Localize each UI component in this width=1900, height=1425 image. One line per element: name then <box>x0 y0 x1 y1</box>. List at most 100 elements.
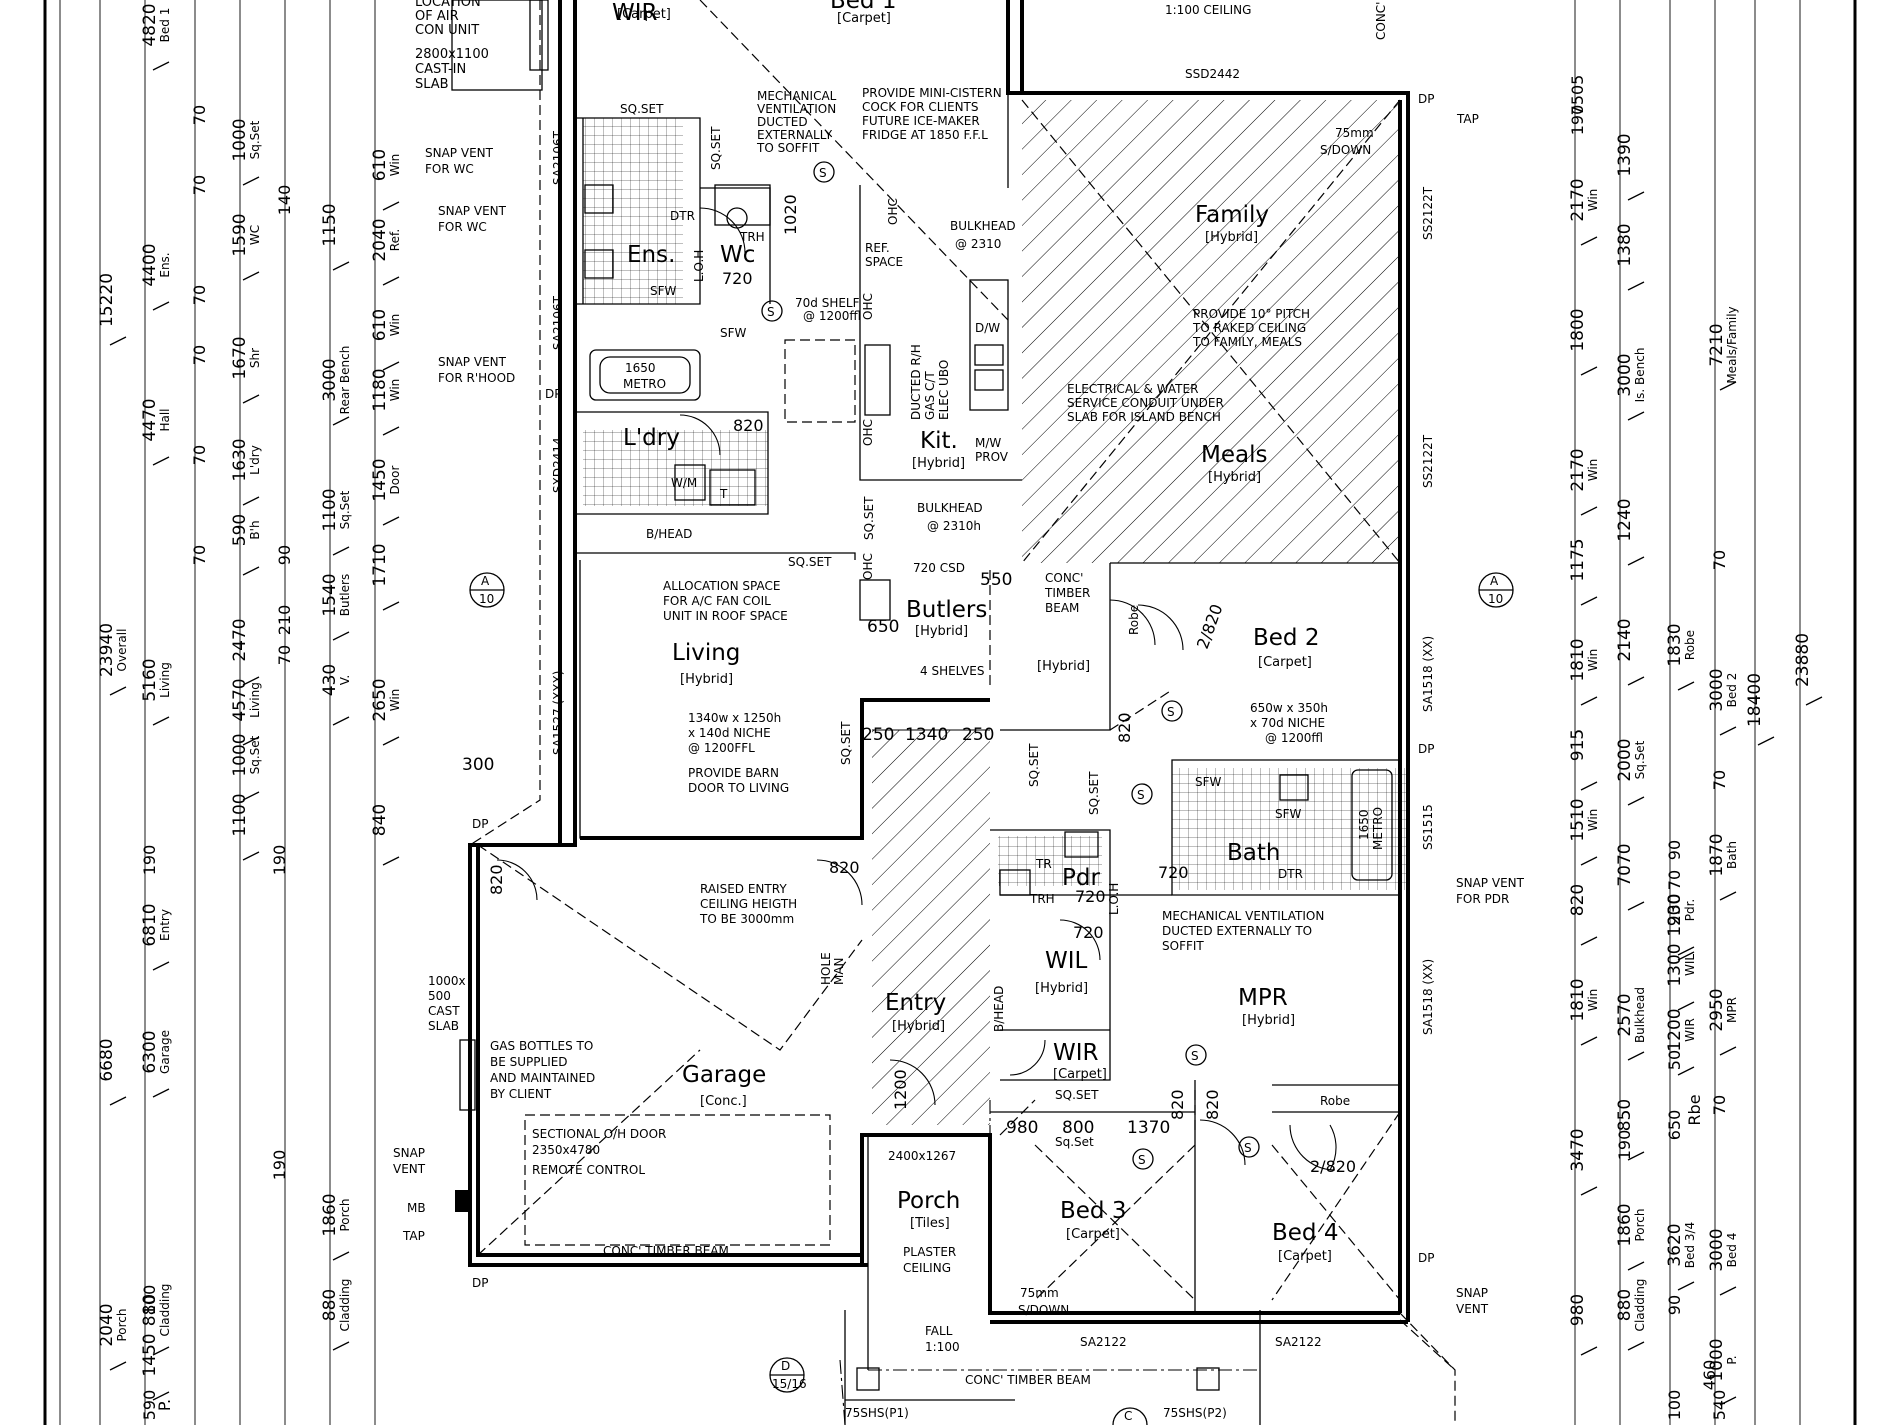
window-sa1527: SA1527 (XXX) <box>551 671 565 755</box>
dimension-value: 3620 <box>1665 1223 1685 1266</box>
dimension-tick <box>1627 281 1645 291</box>
dimension-caption: Porch <box>1633 1208 1647 1241</box>
dimension-value: 1000 <box>1707 1338 1727 1381</box>
note-air-con: LOCATION OF AIR CON UNIT 2800x1100 CAST-… <box>415 0 493 92</box>
dimension-tick <box>242 736 260 746</box>
dp-label-1: DP <box>1418 92 1434 106</box>
dimension-tick <box>1677 681 1695 691</box>
label-sfw-4: SFW <box>1275 807 1302 821</box>
dimension-value: 7210 <box>1707 323 1727 366</box>
dimension-value: 610 <box>370 309 390 341</box>
section-d-sheet: 15/16 <box>772 1377 807 1391</box>
dimension-value: 1000 <box>230 733 250 776</box>
room-bath-name: Bath <box>1227 840 1280 866</box>
room-mpr-name: MPR <box>1238 985 1288 1011</box>
dimension-tick <box>242 496 260 506</box>
dimension-value: 590 <box>230 514 250 546</box>
dim-2-820b: 2/820 <box>1310 1157 1356 1176</box>
section-c-letter: C <box>1124 1409 1132 1423</box>
room-entry-name: Entry <box>885 990 946 1016</box>
dimension-tick <box>1627 1151 1645 1161</box>
dimension-value: 1540 <box>320 573 340 616</box>
section-a-left-letter: A <box>481 574 490 588</box>
dimension-value: 820 <box>1568 884 1588 916</box>
dimension-caption: Win <box>388 379 402 402</box>
dimension-tick <box>1677 951 1695 961</box>
dimension-tick <box>1677 1066 1695 1076</box>
dimension-caption: Shr <box>248 348 262 368</box>
dimension-value: 1200 <box>1665 1008 1685 1051</box>
dimension-value: 3000 <box>1615 353 1635 396</box>
dimension-value: 1175 <box>1568 538 1588 581</box>
dimension-value: 2040 <box>370 218 390 261</box>
dimension-value: 1590 <box>230 213 250 256</box>
dimension-caption: Cladding <box>1633 1279 1647 1332</box>
dimension-value: 6680 <box>97 1038 117 1081</box>
label-sqset-1: SQ.SET <box>620 102 664 116</box>
dim-820f: 820 <box>1115 712 1134 743</box>
label-wm: W/M <box>671 476 697 490</box>
note-robe2: Robe <box>1320 1094 1350 1108</box>
note-conc-top: CONC' TI <box>1374 0 1388 40</box>
label-sqset-3: SQ.SET <box>1055 1088 1099 1102</box>
dimension-value: 3000 <box>1707 668 1727 711</box>
dimension-tick <box>1580 1346 1598 1356</box>
dimension-small-value: 70 <box>190 105 209 125</box>
dimension-tick <box>1627 556 1645 566</box>
note-raked: PROVIDE 10° PITCH TO RAKED CEILING TO FA… <box>1192 307 1314 349</box>
label-ohc-3: OHC <box>861 419 875 446</box>
dimension-value: 6300 <box>140 1030 160 1073</box>
dimension-value: 1630 <box>230 438 250 481</box>
label-sqset-5: SQ.SET <box>862 496 876 540</box>
room-entry-finish: [Hybrid] <box>892 1019 945 1034</box>
dimension-value: 3000 <box>320 358 340 401</box>
dimension-tick <box>1757 736 1775 746</box>
label-prov: PROV <box>975 450 1009 464</box>
note-tap-left: TAP <box>402 1229 425 1243</box>
s-marker-5: S <box>1191 1049 1199 1063</box>
dimension-tick <box>1580 596 1598 606</box>
dimension-tick <box>109 1361 127 1371</box>
dimension-small-value: 90 <box>1665 1295 1684 1315</box>
dim-300: 300 <box>462 755 494 775</box>
note-sa2122-a: SA2122 <box>1080 1335 1127 1349</box>
dim-820b: 820 <box>487 864 506 895</box>
note-conc-beam-garage: CONC' TIMBER BEAM <box>603 1244 729 1258</box>
dim-1650a: 1650 <box>625 361 656 375</box>
dimension-tick <box>109 1096 127 1106</box>
walls <box>468 0 1410 1425</box>
label-sqset-4: SQ.SET <box>709 126 723 170</box>
dimension-tick <box>152 716 170 726</box>
dimension-tick <box>242 791 260 801</box>
dimension-caption: WIL <box>1683 954 1697 976</box>
dim-1370: 1370 <box>1127 1118 1170 1138</box>
dimension-caption: Door <box>388 466 402 495</box>
dimension-tick <box>242 271 260 281</box>
room-wir-name: WIR <box>1053 1040 1099 1066</box>
room-porch-finish: [Tiles] <box>910 1216 950 1231</box>
dimension-value: 7070 <box>1615 843 1635 886</box>
note-mech-vent-top: MECHANICAL VENTILATION DUCTED EXTERNALLY… <box>756 89 840 155</box>
dimension-tick <box>332 546 350 556</box>
dimension-caption: Overall <box>115 629 129 672</box>
dimension-tick <box>1580 856 1598 866</box>
dimension-value: 1860 <box>1615 1203 1635 1246</box>
dimension-tick <box>109 686 127 696</box>
note-snap-vent-rhood: SNAP VENT FOR R'HOOD <box>438 355 515 385</box>
label-metro-2: METRO <box>1371 807 1385 850</box>
dimension-value: 1390 <box>1615 133 1635 176</box>
dimension-tick <box>152 61 170 71</box>
window-sa2106t-b: SA2106T <box>551 295 565 350</box>
dimension-caption: Hall <box>158 408 172 431</box>
dp-label-4: DP <box>472 817 488 831</box>
dim-720b: 720 <box>1075 887 1106 906</box>
dimension-caption: Win <box>1586 459 1600 482</box>
dimension-value: 1810 <box>1568 638 1588 681</box>
dimension-tick <box>332 1251 350 1261</box>
dimension-caption: Rear Bench <box>338 346 352 415</box>
room-bed1-name: Bed 1 <box>830 0 896 14</box>
dimension-small-value: 70 <box>190 445 209 465</box>
dimension-value: 1800 <box>1568 308 1588 351</box>
